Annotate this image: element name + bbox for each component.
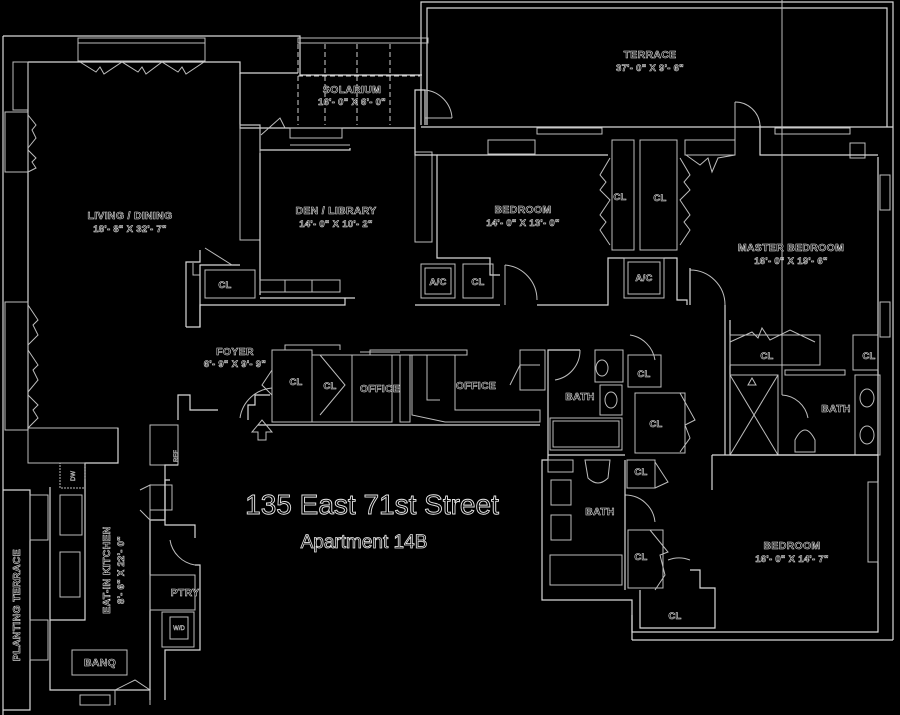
closet-label: CL	[862, 351, 875, 362]
banquette-label: BANQ	[84, 657, 116, 669]
terrace-label: TERRACE	[624, 49, 677, 61]
ac-unit-label: A/C	[635, 273, 652, 284]
closet-label: CL	[634, 552, 647, 563]
closet-label: CL	[634, 467, 647, 478]
room-labels: LIVING / DINING 18'- 8" X 32'- 7" DEN / …	[11, 49, 876, 670]
refrigerator-label: REF	[174, 450, 180, 462]
solarium-label: SOLARIUM	[323, 84, 381, 96]
master-bedroom-label: MASTER BEDROOM	[738, 242, 844, 254]
baths	[547, 334, 713, 591]
foyer-dims: 6'- 9" X 9'- 9"	[204, 359, 266, 370]
bedroom-1-label: BEDROOM	[495, 204, 552, 216]
address-title: 135 East 71st Street	[245, 489, 499, 520]
closet-label: CL	[218, 280, 231, 291]
living-windows	[4, 37, 206, 431]
closet-label: CL	[471, 277, 484, 288]
closet-label: CL	[323, 381, 336, 392]
listing-title: 135 East 71st Street Apartment 14B	[245, 489, 500, 554]
center-hall	[239, 344, 546, 441]
kitchen	[3, 394, 218, 711]
office-2-label: OFFICE	[456, 380, 496, 392]
planting-terrace-label: PLANTING TERRACE	[11, 549, 23, 661]
apartment-subtitle: Apartment 14B	[301, 532, 428, 553]
bath-1-label: BATH	[565, 391, 595, 403]
kitchen-label: EAT-IN KITCHEN	[101, 526, 113, 613]
master-bath	[729, 0, 881, 456]
den-library-label: DEN / LIBRARY	[295, 205, 376, 217]
bedroom-2-label: BEDROOM	[764, 540, 821, 552]
washer-dryer-label: W/D	[173, 626, 185, 632]
closet-label: CL	[760, 351, 773, 362]
bedroom-2-dims: 16'- 0" X 14'- 7"	[755, 554, 829, 565]
den-library-dims: 14'- 0" X 10'- 2"	[299, 219, 373, 230]
closet-label: CL	[637, 369, 650, 380]
foyer-label: FOYER	[216, 346, 254, 358]
living-dining-label: LIVING / DINING	[87, 210, 172, 222]
terrace-dims: 37'- 0" X 9'- 6"	[616, 63, 684, 74]
entry-arrow-icon	[250, 419, 274, 441]
dishwasher-label: DW	[71, 471, 77, 481]
solarium	[239, 37, 453, 129]
master-bedroom	[684, 101, 891, 455]
kitchen-dims: 8'- 6" X 22'- 0"	[116, 536, 127, 604]
closet-label: CL	[289, 377, 302, 388]
bath-3-label: BATH	[821, 403, 851, 415]
solarium-dims: 16'- 0" X 6'- 0"	[318, 97, 386, 108]
bedroom-2	[639, 454, 879, 629]
living-dining-dims: 18'- 8" X 32'- 7"	[93, 224, 167, 235]
bedroom-1	[414, 127, 691, 306]
master-bedroom-dims: 16'- 0" X 19'- 6"	[754, 256, 828, 267]
ac-unit-label: A/C	[429, 277, 446, 288]
pantry-label: PTRY	[171, 587, 200, 599]
bath-2-label: BATH	[585, 506, 615, 518]
den-library	[185, 117, 433, 328]
closet-label: CL	[668, 611, 681, 622]
closet-label: CL	[653, 193, 666, 204]
closet-label: CL	[649, 419, 662, 430]
office-1-label: OFFICE	[360, 383, 400, 395]
closet-label: CL	[613, 192, 626, 203]
bedroom-1-dims: 14'- 0" X 13'- 0"	[486, 218, 560, 229]
